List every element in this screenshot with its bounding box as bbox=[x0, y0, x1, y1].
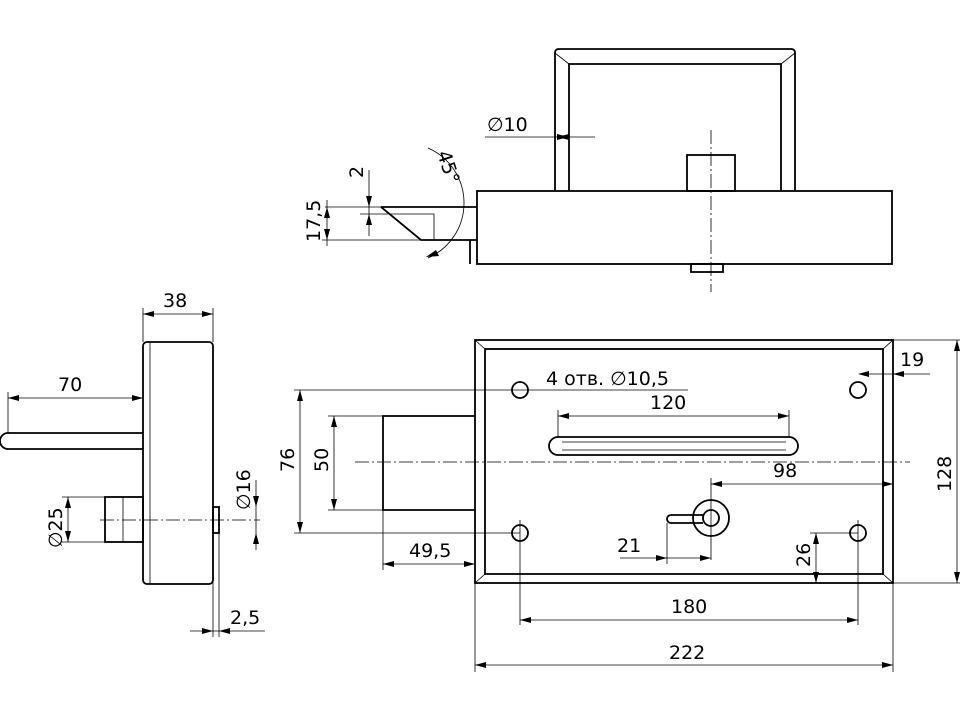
front-bevel-corners bbox=[474, 339, 894, 584]
dim-16-arrow2 bbox=[253, 533, 259, 544]
dim-38-arrow2 bbox=[202, 311, 213, 317]
dim-19-arrow2 bbox=[893, 371, 904, 377]
dim-180-text: 180 bbox=[671, 596, 707, 618]
keeper-bracket-inner bbox=[568, 63, 782, 191]
mount-hole-top-right bbox=[849, 381, 867, 399]
dim-120-text: 120 bbox=[650, 392, 686, 414]
dim-180-arrow bbox=[520, 617, 531, 623]
side-cylinder bbox=[104, 496, 144, 543]
dim-76-text: 76 bbox=[277, 448, 299, 472]
dim-dia10-text: ∅10 bbox=[487, 114, 528, 136]
dim-222-text: 222 bbox=[669, 642, 705, 664]
dim-70-arrow2 bbox=[132, 395, 143, 401]
dim-45-arrow bbox=[426, 250, 439, 257]
dim-49-text: 49,5 bbox=[409, 540, 451, 562]
keyhole-tab bbox=[666, 514, 703, 524]
dim-19-arrow bbox=[858, 371, 869, 377]
dim-2-arrow2 bbox=[366, 214, 372, 225]
holes-note-text: 4 отв. ∅10,5 bbox=[546, 368, 669, 390]
dim-17-arrow2 bbox=[324, 229, 330, 240]
dim-26-text: 26 bbox=[793, 543, 815, 567]
front-body-outer bbox=[474, 339, 894, 584]
dim-50-arrow bbox=[331, 416, 337, 427]
dim-45-text: 45° bbox=[432, 148, 463, 187]
dim-49-arrow2 bbox=[464, 561, 475, 567]
dim-17-text: 17,5 bbox=[303, 200, 325, 242]
dim-128-text: 128 bbox=[934, 456, 956, 492]
dim-50-arrow2 bbox=[331, 499, 337, 510]
dim-50-text: 50 bbox=[311, 448, 333, 472]
dim-21-text: 21 bbox=[617, 535, 641, 557]
dim-38-arrow bbox=[143, 311, 154, 317]
dim-25-text: ∅25 bbox=[45, 507, 67, 548]
dim-17-arrow bbox=[324, 207, 330, 218]
dim-38-text: 38 bbox=[163, 290, 187, 312]
dim-2-arrow bbox=[366, 196, 372, 207]
front-bolt-housing bbox=[382, 415, 475, 511]
front-view: 4 отв. ∅10,5 120 19 128 76 50 bbox=[277, 339, 960, 672]
front-slot-inner bbox=[562, 441, 786, 451]
dim-70-arrow bbox=[8, 395, 19, 401]
dim-26-arrow2 bbox=[813, 572, 819, 583]
dim-120-arrow2 bbox=[778, 413, 789, 419]
dim-26-arrow bbox=[813, 533, 819, 544]
dim-49-arrow bbox=[383, 561, 394, 567]
dim-25-arrow bbox=[65, 497, 71, 508]
dim-98-arrow bbox=[711, 481, 722, 487]
dim-128-arrow2 bbox=[954, 572, 960, 583]
dim-128-arrow bbox=[954, 340, 960, 351]
dim-76-arrow bbox=[297, 390, 303, 401]
dim-25b-arrow bbox=[202, 628, 213, 634]
dim-70-text: 70 bbox=[58, 374, 82, 396]
front-slot bbox=[548, 436, 799, 456]
dim-180-arrow2 bbox=[847, 617, 858, 623]
side-view: 38 70 ∅25 ∅16 2,5 bbox=[0, 290, 265, 637]
latch-bolt-bevel bbox=[381, 213, 435, 240]
dim-222-arrow2 bbox=[882, 662, 893, 668]
lock-body-top bbox=[476, 190, 893, 265]
dim-25b-text: 2,5 bbox=[230, 607, 260, 629]
dim-25b-arrow2 bbox=[219, 628, 230, 634]
keeper-bracket-edge bbox=[554, 52, 796, 65]
dim-25-arrow2 bbox=[65, 531, 71, 542]
dim-16-arrow bbox=[253, 496, 259, 507]
dim-dia10-arrow2 bbox=[557, 134, 569, 140]
dim-19-text: 19 bbox=[900, 349, 924, 371]
front-body-inner bbox=[484, 348, 884, 575]
dim-21-arrow bbox=[656, 555, 667, 561]
keeper-bracket-outer bbox=[554, 48, 796, 191]
dim-2-text: 2 bbox=[346, 166, 368, 178]
dim-76-arrow2 bbox=[297, 522, 303, 533]
dim-120-arrow bbox=[558, 413, 569, 419]
side-bolt bbox=[0, 432, 143, 450]
top-view: ∅10 45° 2 17,5 bbox=[303, 48, 893, 292]
dim-98-arrow2 bbox=[882, 481, 893, 487]
side-body bbox=[142, 341, 214, 585]
dim-222-arrow bbox=[475, 662, 486, 668]
dim-45-arc bbox=[427, 147, 465, 259]
bottom-tab bbox=[690, 263, 724, 273]
dim-21-arrow2 bbox=[700, 555, 711, 561]
dim-98-text: 98 bbox=[773, 460, 797, 482]
dim-16-text: ∅16 bbox=[233, 469, 255, 510]
latch-bolt bbox=[380, 206, 477, 241]
